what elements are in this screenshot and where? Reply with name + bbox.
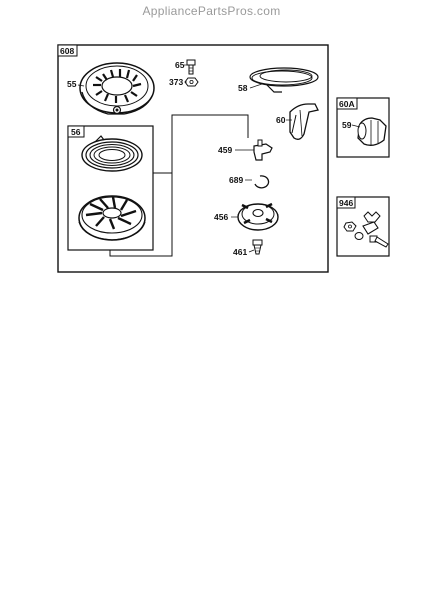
part-label-55: 55 [67,79,77,89]
ratchet-bolt-part [252,239,263,255]
assembly-box-60a: 60A [336,97,390,158]
starter-rope-part [249,67,319,93]
starter-pulley-part [78,195,146,241]
starter-handle-part [289,103,319,140]
part-label-65: 65 [175,60,185,70]
part-label-459: 459 [218,145,232,155]
part-label-456: 456 [214,212,228,222]
ratchet-part [237,202,279,231]
starter-pawl-part [253,139,273,161]
box-608-tag: 608 [60,46,74,56]
part-label-58: 58 [238,83,248,93]
part-label-60: 60 [276,115,286,125]
assembly-connector-line [109,114,249,257]
mounting-hardware-part [343,211,389,248]
watermark-text: AppliancePartsPros.com [142,4,281,18]
assembly-box-608: 608 [57,44,329,273]
retainer-ring-part [254,175,270,189]
blower-housing-part [79,62,155,115]
box-946-tag: 946 [339,198,353,208]
part-label-689: 689 [229,175,243,185]
leader-lines [77,64,361,253]
part-label-59: 59 [342,120,352,130]
handle-insert-part [357,117,387,146]
box-60a-tag: 60A [339,99,355,109]
assembly-box-946: 946 [336,196,390,257]
box-56-tag: 56 [71,127,81,137]
screw-part [186,59,196,75]
part-label-373: 373 [169,77,183,87]
part-label-461: 461 [233,247,247,257]
recoil-spring-part [81,135,143,172]
